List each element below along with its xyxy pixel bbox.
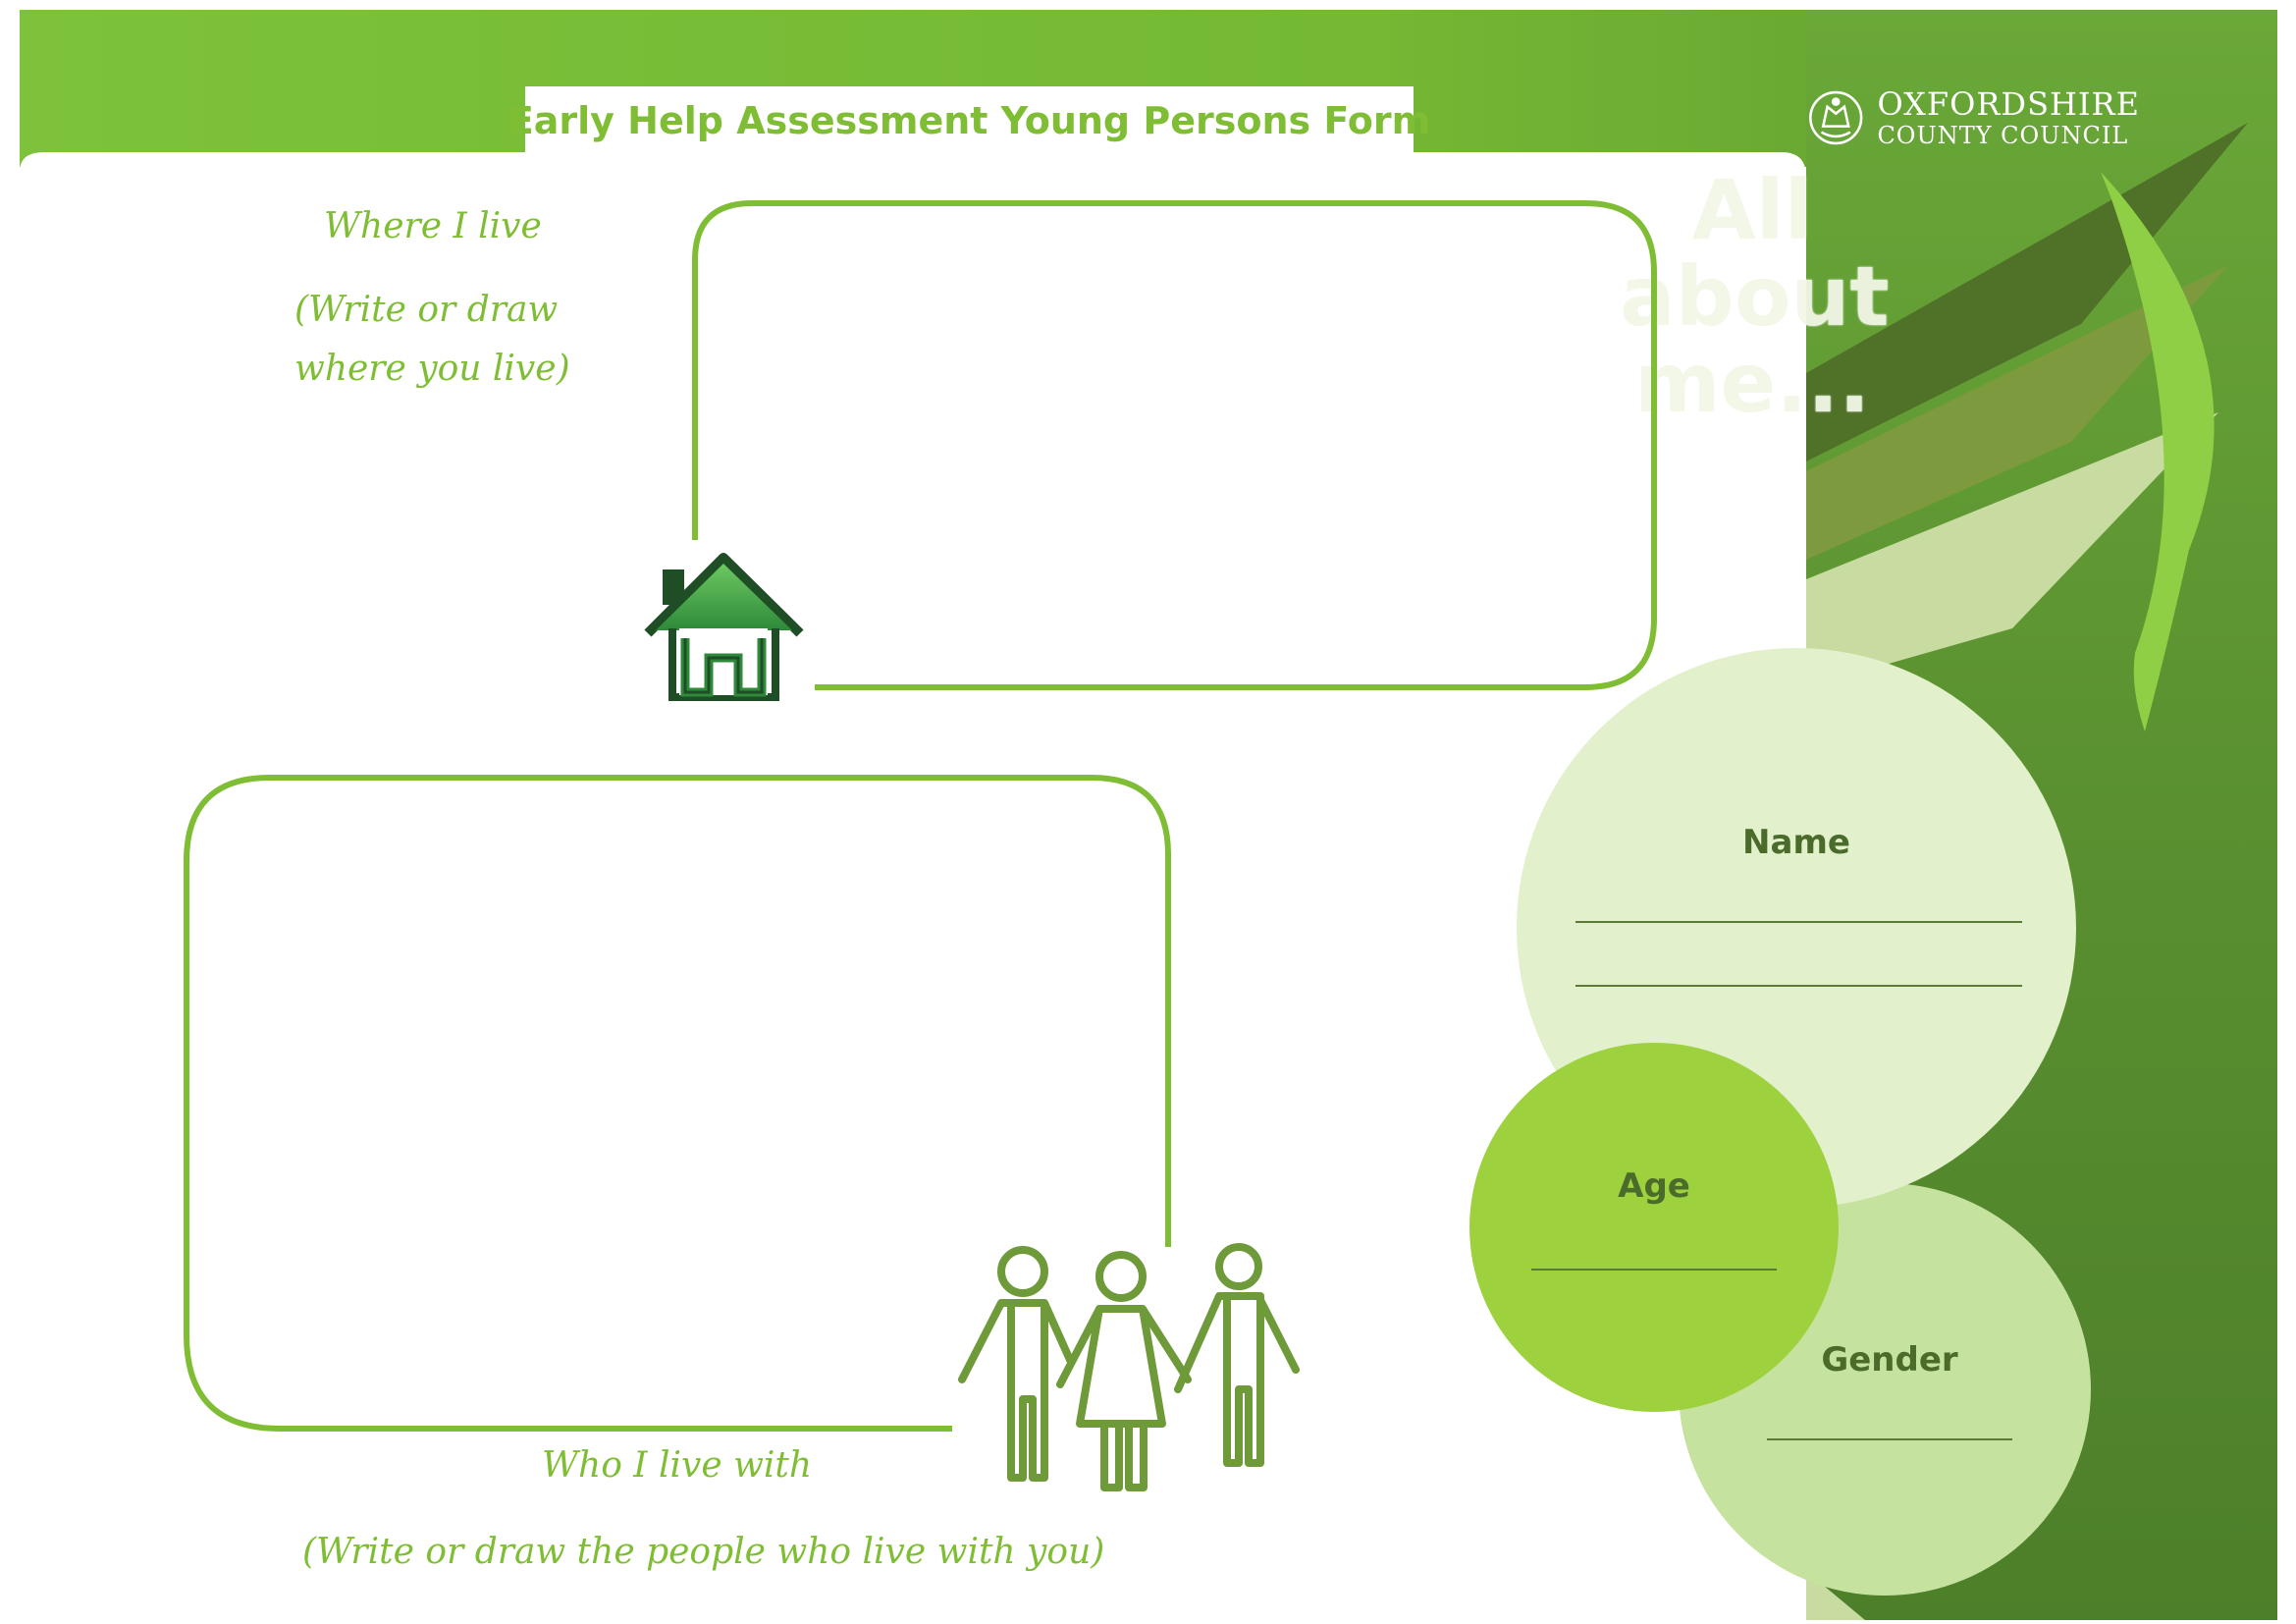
where-i-live-label: Where I live — [324, 206, 542, 246]
heading-line-3: me... — [1633, 335, 1871, 432]
all-about-me-heading: All about me... — [1620, 162, 1890, 432]
form-title-tab: Early Help Assessment Young Persons Form — [508, 86, 1430, 155]
gender-field-line[interactable] — [1767, 1438, 2012, 1440]
who-i-live-with-drawing-area[interactable] — [177, 766, 1188, 1443]
where-i-live-drawing-area[interactable] — [677, 191, 1669, 702]
logo-line-2: COUNTY COUNCIL — [1877, 122, 2129, 149]
council-logo: OXFORDSHIRE COUNTY COUNCIL — [1806, 79, 2140, 157]
age-field-line[interactable] — [1531, 1269, 1777, 1271]
heading-line-2: about — [1620, 248, 1890, 346]
age-circle — [1469, 1043, 1839, 1412]
logo-line-1: OXFORDSHIRE — [1877, 85, 2140, 123]
where-i-live-hint-1: (Write or draw — [294, 290, 559, 330]
family-icon — [958, 1243, 1300, 1491]
profile-circles — [1469, 648, 2091, 1596]
gender-label: Gender — [1821, 1340, 1958, 1380]
who-i-live-with-hint: (Write or draw the people who live with … — [302, 1532, 1105, 1572]
form-title: Early Help Assessment Young Persons Form — [507, 99, 1431, 142]
heading-line-1: All — [1691, 162, 1813, 258]
name-field-line-1[interactable] — [1575, 921, 2022, 923]
name-field-line-2[interactable] — [1575, 985, 2022, 987]
who-i-live-with-label: Who I live with — [542, 1445, 813, 1486]
name-label: Name — [1742, 823, 1850, 862]
age-label: Age — [1618, 1166, 1690, 1206]
house-icon — [644, 553, 804, 701]
where-i-live-hint-2: where you live) — [294, 349, 570, 389]
county-crest-icon — [1809, 90, 1863, 145]
